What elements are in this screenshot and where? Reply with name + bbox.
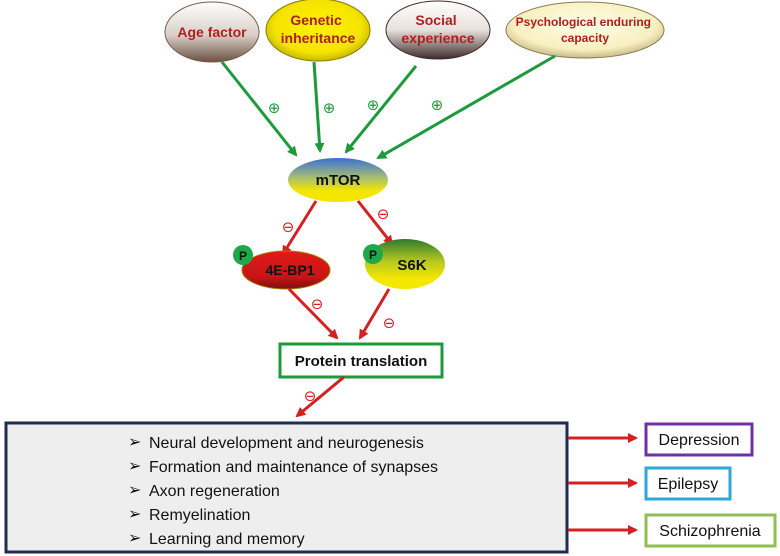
activation-sign-genetic: ⊕ [323,99,336,117]
arrow-protein-to-functions [295,375,345,418]
function-bullet-icon: ➢ [128,458,141,475]
factor-genetic-label-line1: Genetic [290,12,342,28]
functions-box: ➢ Neural development and neurogenesis ➢ … [4,421,569,554]
factor-age-label: Age factor [177,24,247,40]
arrow-social-to-mtor [344,65,418,154]
s6k-label: S6K [397,257,426,274]
inhibition-sign-functions: ⊖ [304,387,317,405]
svg-text:Social experience: Social experience [401,12,474,46]
svg-text:Psychological enduring c: Psychological enduring capacity [516,15,655,45]
function-item-label: Neural development and neurogenesis [149,435,424,452]
arrow-psychological-to-mtor [376,54,556,160]
protein-translation-box: Protein translation [278,342,444,379]
function-bullet-icon: ➢ [128,434,141,451]
arrow-mtor-to-4ebp1 [281,200,318,256]
mtor-node: mTOR [288,158,388,202]
arrow-4ebp1-to-protein [287,287,339,340]
function-item-label: Formation and maintenance of synapses [149,459,438,476]
function-item: ➢ Neural development and neurogenesis [128,434,424,452]
inhibition-sign-4ebp1: ⊖ [282,218,295,236]
function-item: ➢ Formation and maintenance of synapses [128,458,438,476]
disease-epilepsy-label: Epilepsy [658,476,718,493]
factor-social-label-line2: experience [401,30,474,46]
disease-epilepsy-box: Epilepsy [644,466,732,501]
4ebp1-phospho-badge [233,245,253,265]
activation-sign-social: ⊕ [367,96,380,114]
arrow-age-to-mtor [220,61,298,157]
factor-psychological-label-line1: Psychological enduring [516,15,651,29]
function-item: ➢ Axon regeneration [128,482,280,500]
function-item-label: Remyelination [149,507,250,524]
inhibition-sign-4ebp1-protein: ⊖ [311,295,324,313]
arrow-genetic-to-mtor [312,61,325,153]
function-item-label: Axon regeneration [149,483,280,500]
4ebp1-node: 4E-BP1 P [233,245,331,290]
arrow-s6k-to-protein [358,288,391,340]
svg-text:Genetic inheritance: Genetic inheritance [281,12,356,46]
function-item-label: Learning and memory [149,531,305,548]
factor-psychological-label-line2: capacity [561,31,609,45]
factor-genetic: Genetic inheritance [265,0,371,62]
protein-translation-label: Protein translation [295,353,428,370]
factor-age: Age factor [164,1,260,63]
disease-schizophrenia-box: Schizophrenia [644,513,777,548]
s6k-phospho-badge [363,244,383,264]
function-bullet-icon: ➢ [128,506,141,523]
function-bullet-icon: ➢ [128,482,141,499]
activation-sign-psychological: ⊕ [431,96,444,114]
function-bullet-icon: ➢ [128,530,141,547]
s6k-phospho-label: P [369,248,377,262]
factor-genetic-label-line2: inheritance [281,30,356,46]
svg-text:Age factor: Age factor [177,24,247,40]
factor-psychological: Psychological enduring capacity [505,1,665,59]
disease-schizophrenia-label: Schizophrenia [659,523,761,540]
4ebp1-phospho-label: P [239,249,247,263]
function-item: ➢ Remyelination [128,506,250,524]
disease-depression-label: Depression [659,432,740,449]
arrow-mtor-to-s6k [356,200,394,246]
inhibition-sign-s6k: ⊖ [377,205,390,223]
factor-social: Social experience [385,0,491,60]
s6k-node: S6K P [363,239,445,289]
factor-social-label-line1: Social [415,12,456,28]
disease-depression-box: Depression [644,422,754,457]
activation-sign-age: ⊕ [268,99,281,117]
function-item: ➢ Learning and memory [128,530,305,548]
inhibition-sign-s6k-protein: ⊖ [383,314,396,332]
4ebp1-label: 4E-BP1 [265,262,314,278]
mtor-label: mTOR [316,172,361,189]
